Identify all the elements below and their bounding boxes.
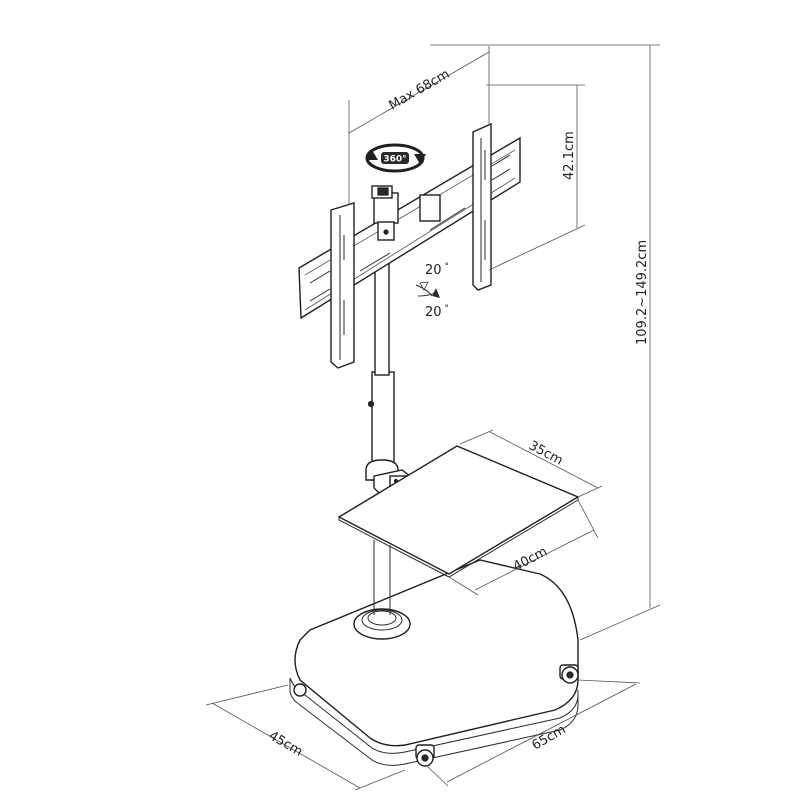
- bracket-height-label: 42.1cm: [562, 131, 577, 180]
- wheel-front: [415, 744, 435, 767]
- total-height-label: 109.2~149.2cm: [635, 240, 650, 345]
- shelf-depth-label: 35cm: [526, 438, 565, 468]
- lower-column: [373, 540, 391, 615]
- shelf-width-label: 40cm: [511, 544, 550, 574]
- column-collar: [353, 608, 411, 640]
- base-depth-label: 45cm: [266, 728, 305, 759]
- wheel-left: [293, 683, 307, 697]
- max-width-label: Max 68cm: [387, 67, 453, 114]
- rotation-icon: 360°: [365, 143, 426, 173]
- dimension-bracket-height: 42.1cm: [486, 84, 586, 271]
- dimension-total-height: 109.2~149.2cm: [430, 44, 661, 641]
- base: [289, 559, 579, 766]
- tilt-down-label: 20°: [425, 304, 449, 320]
- tilt-up-label: 20°: [425, 262, 449, 278]
- upper-column: [367, 259, 395, 481]
- wheel-right: [559, 664, 579, 684]
- tilt-indicator: 20° 20°: [415, 262, 449, 320]
- tv-bracket: [298, 122, 521, 369]
- base-width-label: 65cm: [530, 722, 569, 753]
- rotation-label: 360°: [383, 155, 406, 165]
- caster-wheels: [293, 664, 579, 767]
